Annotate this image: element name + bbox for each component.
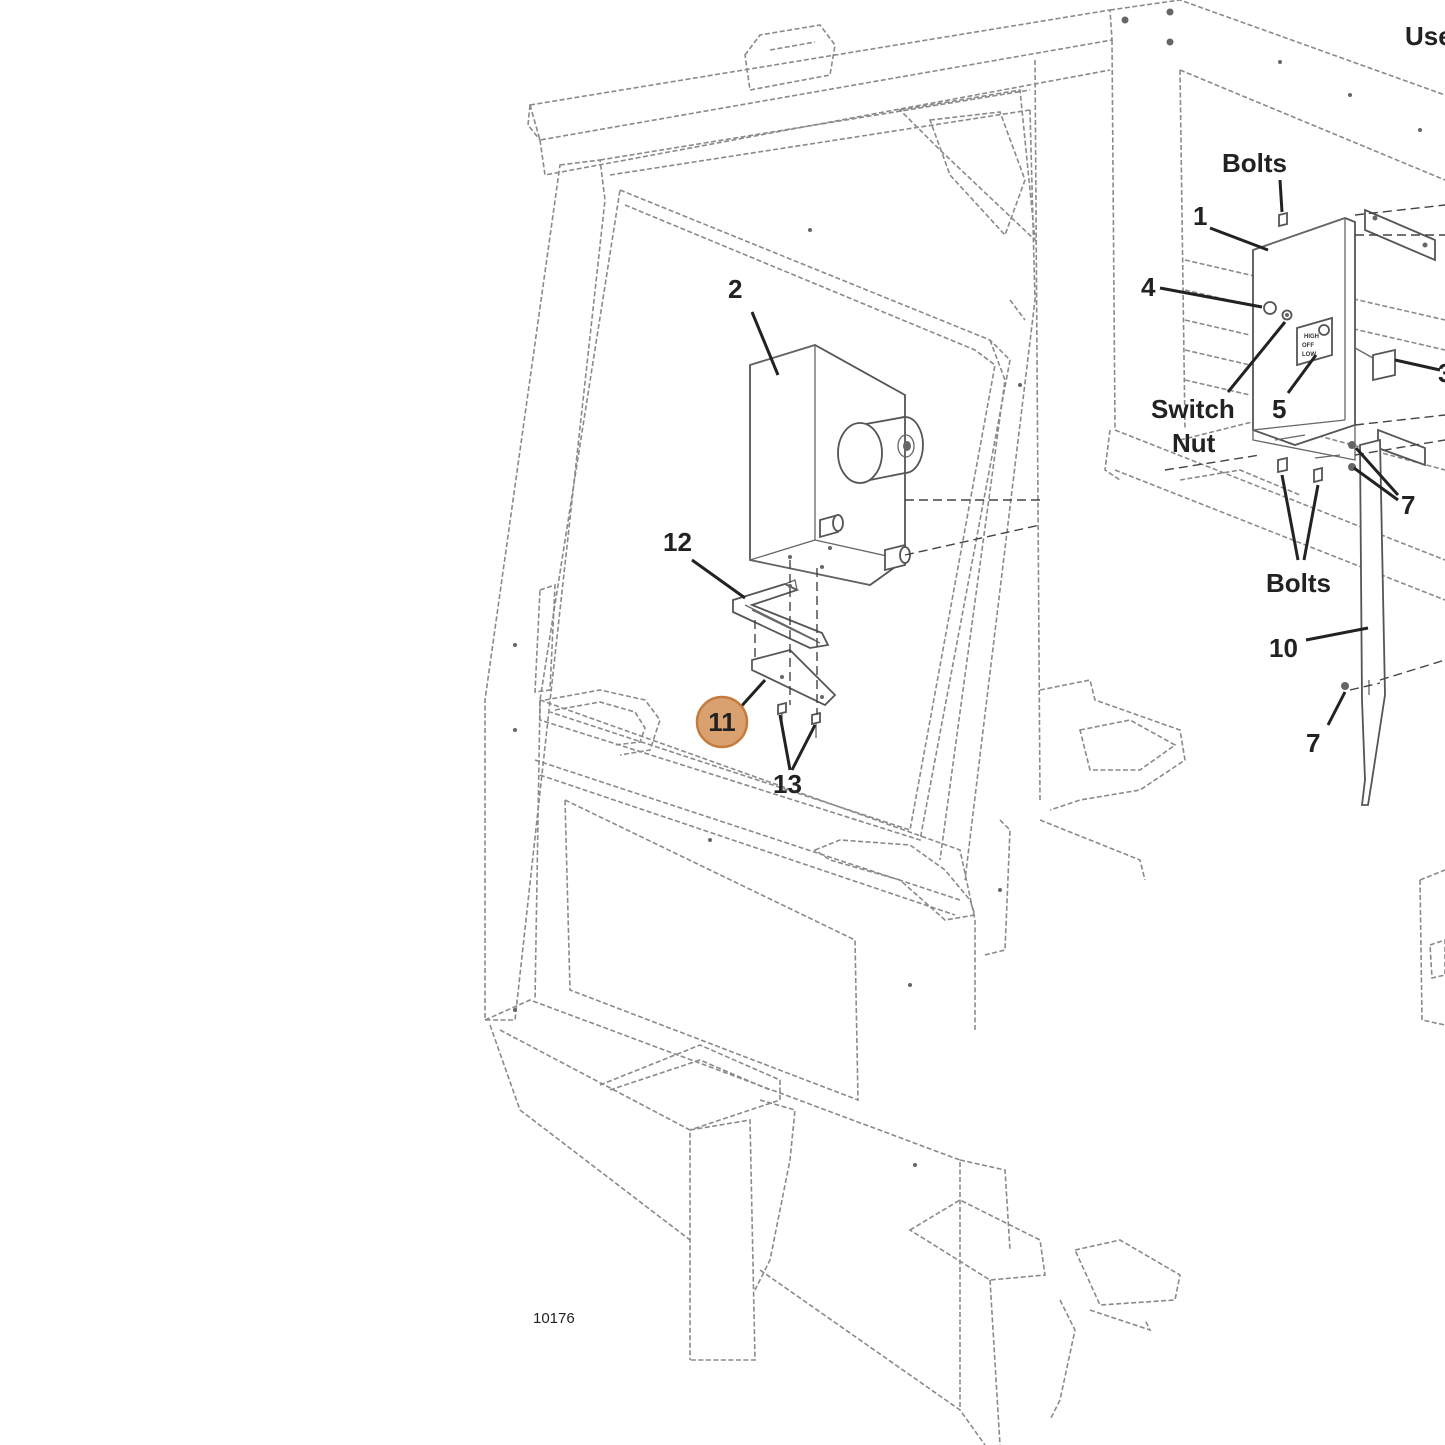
callout-4: 4: [1141, 272, 1156, 302]
callout-3: 3: [1438, 358, 1445, 388]
callout-7-lower: 7: [1306, 728, 1320, 758]
callout-5: 5: [1272, 394, 1286, 424]
callout-11-highlight[interactable]: [695, 695, 749, 749]
mounting-bracket: [732, 579, 830, 649]
label-bolts-top: Bolts: [1222, 148, 1287, 178]
callout-1: 1: [1193, 201, 1207, 231]
callout-7-upper: 7: [1401, 490, 1415, 520]
assembly-lines-right: [1164, 204, 1445, 691]
corner-text: Use: [1405, 21, 1445, 51]
label-nut: Nut: [1172, 428, 1216, 458]
switch-plate-off: OFF: [1302, 343, 1314, 349]
callout-12: 12: [663, 527, 692, 557]
callout-11: 11: [708, 707, 736, 737]
callout-10: 10: [1269, 633, 1298, 663]
label-bolts-bottom: Bolts: [1266, 568, 1331, 598]
leader-lines: [691, 179, 1441, 771]
heater-box: [749, 344, 924, 586]
assembly-lines-left: [754, 499, 1041, 715]
label-switch: Switch: [1151, 394, 1235, 424]
callout-2: 2: [728, 274, 742, 304]
switch-plate-high: HIGH: [1304, 334, 1319, 340]
switch-box: HIGH OFF LOW: [1252, 208, 1436, 484]
cab-frame: [484, 0, 1445, 1445]
callout-13: 13: [773, 769, 802, 799]
switch-plate-low: LOW: [1302, 352, 1316, 358]
lower-bracket: [751, 648, 837, 707]
nut-7-lower: [1341, 682, 1349, 690]
drawing-number: 10176: [533, 1310, 575, 1327]
strap: [1359, 438, 1386, 806]
